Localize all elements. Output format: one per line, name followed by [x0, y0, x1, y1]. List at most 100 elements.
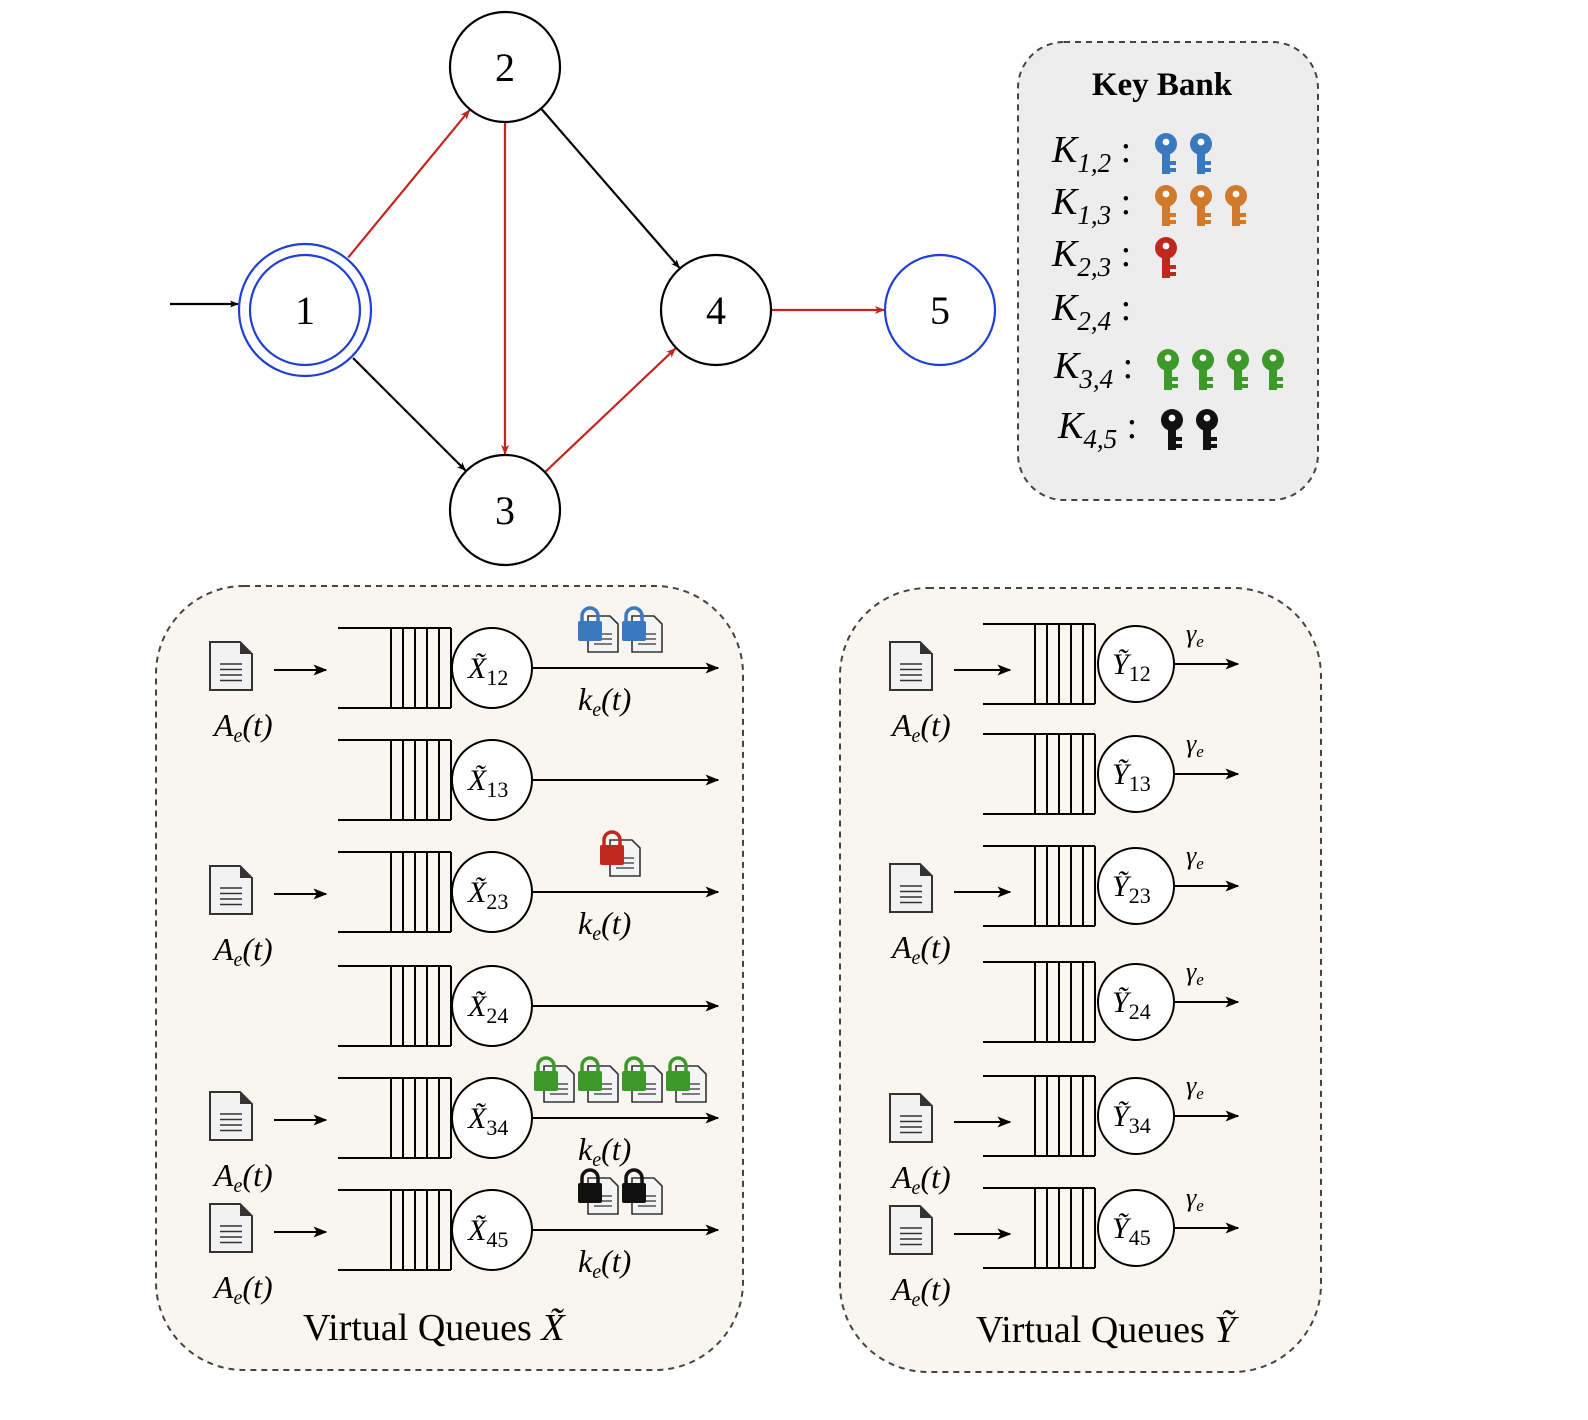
key-bank-title: Key Bank	[1092, 67, 1233, 103]
locked-packet-icon	[666, 1056, 707, 1103]
queue-server-label: Ỹ12	[1112, 648, 1151, 686]
queue-x-24: X̃24	[338, 965, 720, 1047]
document-icon	[889, 641, 933, 691]
node-1: 1	[237, 242, 373, 378]
key-row-label: K2,3 :	[1051, 233, 1131, 282]
queue-server: Ỹ45	[1097, 1189, 1175, 1267]
key-icon	[1262, 349, 1284, 390]
key-icon	[1190, 133, 1212, 174]
padlock-icon	[666, 1056, 690, 1091]
locked-packet-icon	[578, 606, 619, 653]
panel-y-frame	[839, 587, 1322, 1373]
edge-2-4	[540, 107, 681, 269]
arrival-rate-label: Ae(t)	[890, 1271, 951, 1311]
service-rate-label: ke(t)	[578, 1243, 631, 1283]
padlock-icon	[578, 1168, 602, 1203]
queue-server-label: Ỹ24	[1112, 986, 1151, 1024]
panel-x-title: Virtual Queues X̃	[303, 1307, 566, 1349]
padlock-icon	[622, 1056, 646, 1091]
virtual-queues-y-panel: Ỹ12γeAe(t)Ỹ13γeỸ23γeAe(t)Ỹ24γeỸ34γeAe(t)…	[839, 587, 1322, 1373]
padlock-icon	[578, 1056, 602, 1091]
queue-buffer	[338, 851, 452, 933]
gamma-rate-label: γe	[1186, 619, 1204, 651]
key-icon	[1225, 185, 1247, 226]
key-icon	[1155, 237, 1177, 278]
document-icon	[209, 641, 253, 691]
queue-server-label: X̃34	[467, 1102, 508, 1140]
key-row-4-5: K4,5 :	[1057, 405, 1218, 454]
node-inner-ring	[248, 253, 362, 367]
node-4: 4	[659, 253, 773, 367]
queue-server: Ỹ23	[1097, 847, 1175, 925]
node-circle	[448, 453, 562, 567]
queue-buffer	[983, 1075, 1096, 1157]
locked-packet-icon	[622, 1056, 663, 1103]
key-icon	[1227, 349, 1249, 390]
virtual-queues-x-panel: X̃12Ae(t)ke(t)X̃13X̃23Ae(t)ke(t)X̃24X̃34…	[155, 585, 744, 1371]
document-icon	[209, 1091, 253, 1141]
locked-packet-icon	[534, 1056, 575, 1103]
gamma-rate-label: γe	[1186, 957, 1204, 989]
gamma-rate-label: γe	[1186, 841, 1204, 873]
key-row-label: K4,5 :	[1057, 405, 1137, 454]
queue-x-13: X̃13	[338, 739, 720, 821]
gamma-rate-label: γe	[1186, 1071, 1204, 1103]
document-icon	[889, 1093, 933, 1143]
queue-server-label: X̃12	[467, 652, 508, 690]
gamma-rate-label: γe	[1186, 729, 1204, 761]
queue-server-label: X̃45	[467, 1214, 508, 1252]
queue-server-label: X̃24	[467, 990, 508, 1028]
key-row-label: K1,2 :	[1051, 129, 1131, 178]
padlock-icon	[600, 830, 624, 865]
queue-server: Ỹ13	[1097, 735, 1175, 813]
queue-server: X̃12	[451, 627, 533, 709]
queue-buffer	[338, 1077, 452, 1159]
node-label: 5	[930, 288, 950, 333]
key-row-1-3: K1,3 :	[1051, 181, 1247, 230]
node-label: 1	[295, 288, 315, 333]
node-label: 3	[495, 488, 515, 533]
queue-server: Ỹ12	[1097, 625, 1175, 703]
key-row-3-4: K3,4 :	[1053, 345, 1284, 394]
document-icon	[889, 1205, 933, 1255]
key-row-label: K3,4 :	[1053, 345, 1133, 394]
queue-buffer	[983, 961, 1096, 1043]
queue-server: X̃24	[451, 965, 533, 1047]
edge-1-2	[347, 109, 471, 259]
queue-buffer	[983, 1187, 1096, 1269]
arrival-rate-label: Ae(t)	[212, 1157, 273, 1197]
key-row-2-4: K2,4 :	[1051, 287, 1131, 336]
arrival-rate-label: Ae(t)	[212, 1269, 273, 1309]
panel-x-rows: X̃12Ae(t)ke(t)X̃13X̃23Ae(t)ke(t)X̃24X̃34…	[209, 606, 720, 1309]
padlock-icon	[578, 606, 602, 641]
queue-server-label: X̃23	[467, 876, 508, 914]
key-icon	[1196, 409, 1218, 450]
key-row-label: K2,4 :	[1051, 287, 1131, 336]
key-icon	[1161, 409, 1183, 450]
key-rows: K1,2 :K1,3 :K2,3 : K2,4 : K3,4 : K4,5 :	[1051, 129, 1284, 454]
padlock-icon	[622, 1168, 646, 1203]
key-icon	[1157, 349, 1179, 390]
arrival-rate-label: Ae(t)	[890, 707, 951, 747]
key-icon	[1155, 185, 1177, 226]
key-icon	[1192, 349, 1214, 390]
locked-packet-icon	[578, 1168, 619, 1215]
queue-server: X̃23	[451, 851, 533, 933]
queue-server-label: Ỹ23	[1112, 870, 1151, 908]
node-circle	[448, 10, 562, 124]
locked-packet-icon	[622, 606, 663, 653]
arrival-rate-label: Ae(t)	[890, 929, 951, 969]
queue-server: X̃13	[451, 739, 533, 821]
locked-packet-icon	[578, 1056, 619, 1103]
panel-y-title: Virtual Queues Ỹ	[976, 1309, 1239, 1351]
